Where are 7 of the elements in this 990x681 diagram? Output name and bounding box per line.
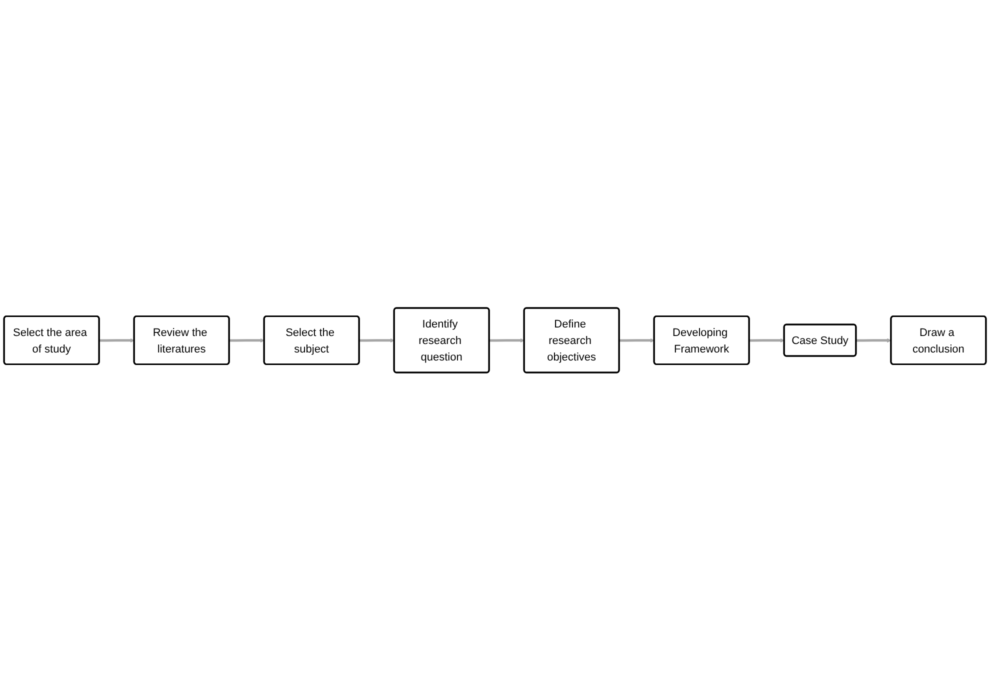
arrow xyxy=(489,338,525,343)
arrow xyxy=(856,338,892,343)
arrow xyxy=(749,338,785,343)
arrow xyxy=(229,338,265,343)
arrow xyxy=(619,338,655,343)
arrow xyxy=(359,338,395,343)
arrow xyxy=(99,338,135,343)
